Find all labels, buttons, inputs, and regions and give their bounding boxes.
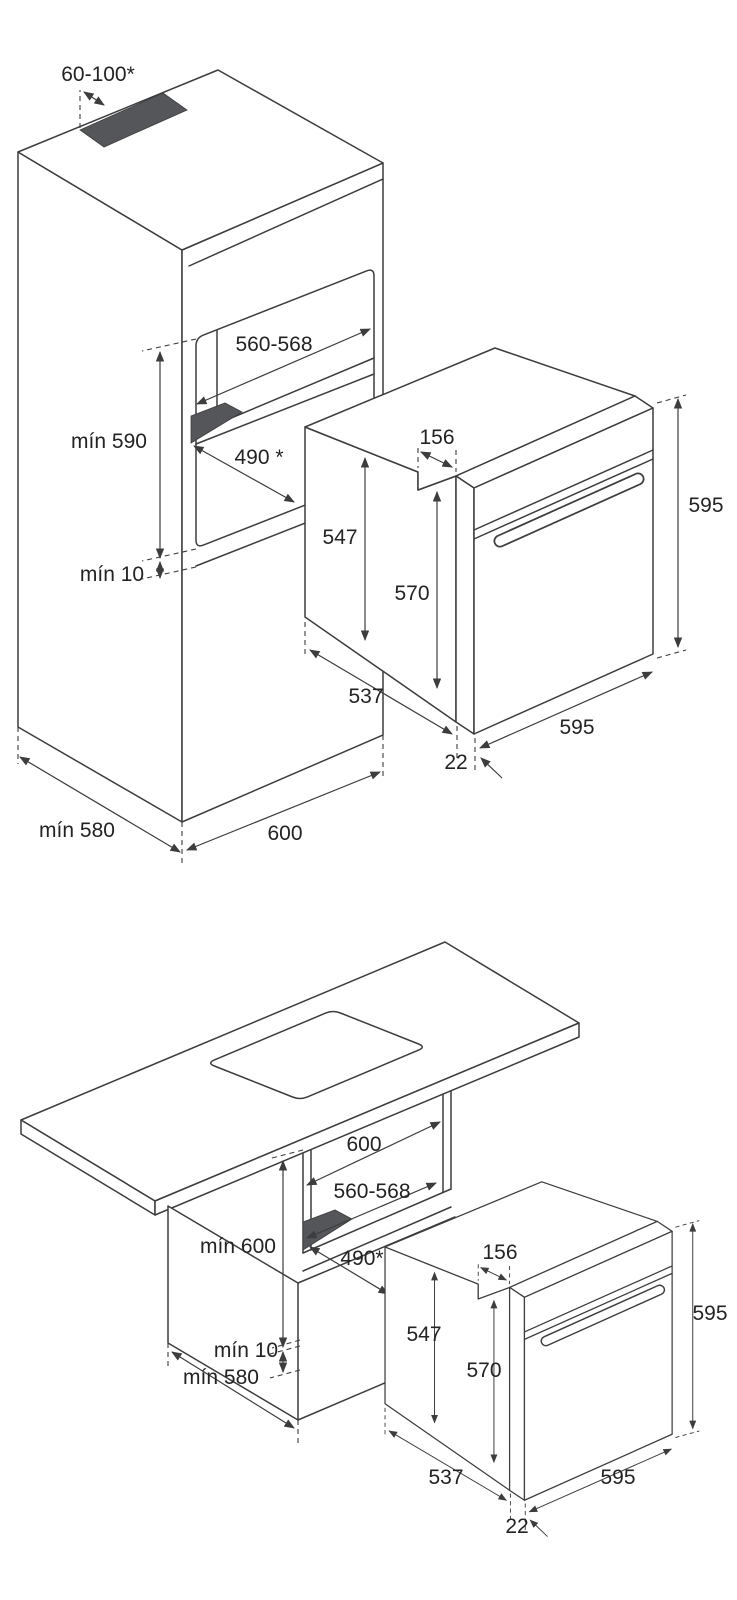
label-niche-depth: 490* bbox=[340, 1247, 383, 1270]
vent-cutout bbox=[79, 92, 188, 148]
tall-cabinet-dimensions bbox=[17, 90, 384, 864]
base-cabinet-dimensions bbox=[167, 1121, 441, 1444]
label-oven-body-height: 547 bbox=[406, 1323, 441, 1346]
label-oven-width: 595 bbox=[559, 716, 594, 739]
label-oven-body-height: 547 bbox=[322, 526, 357, 549]
label-bottom-gap: mín 10 bbox=[214, 1339, 278, 1362]
label-cabinet-depth: mín 580 bbox=[183, 1366, 259, 1389]
label-oven-height: 595 bbox=[688, 494, 723, 517]
label-oven-recess: 156 bbox=[419, 426, 454, 449]
built-in-oven bbox=[304, 347, 687, 779]
tall-cabinet-labels: 60-100* 560-568 mín 590 490 * mín 10 mín… bbox=[39, 63, 723, 845]
label-niche-height: mín 590 bbox=[71, 430, 147, 453]
label-vent-gap: 60-100* bbox=[61, 63, 135, 86]
label-oven-front-thickness: 22 bbox=[505, 1515, 528, 1538]
label-niche-width: 560-568 bbox=[333, 1180, 410, 1203]
label-cabinet-height: mín 600 bbox=[200, 1235, 276, 1258]
label-oven-body-depth: 537 bbox=[428, 1466, 463, 1489]
label-oven-height: 595 bbox=[692, 1302, 727, 1325]
label-oven-body-depth: 537 bbox=[348, 685, 383, 708]
label-niche-depth: 490 * bbox=[234, 446, 283, 469]
label-niche-width: 560-568 bbox=[235, 333, 312, 356]
label-bottom-gap: mín 10 bbox=[80, 563, 144, 586]
label-oven-front-thickness: 22 bbox=[444, 751, 467, 774]
niche-shelf bbox=[190, 402, 243, 444]
label-oven-recess: 156 bbox=[482, 1241, 517, 1264]
base-cabinet-labels: 600 560-568 mín 600 490* mín 10 mín 580 … bbox=[183, 1133, 727, 1538]
worktop bbox=[20, 941, 580, 1216]
label-oven-inner-height: 570 bbox=[394, 582, 429, 605]
label-cabinet-depth: mín 580 bbox=[39, 819, 115, 842]
label-cabinet-width: 600 bbox=[346, 1133, 381, 1156]
label-cabinet-width: 600 bbox=[267, 822, 302, 845]
label-oven-width: 595 bbox=[600, 1466, 635, 1489]
hob-cutout bbox=[209, 1010, 424, 1100]
label-oven-inner-height: 570 bbox=[466, 1359, 501, 1382]
